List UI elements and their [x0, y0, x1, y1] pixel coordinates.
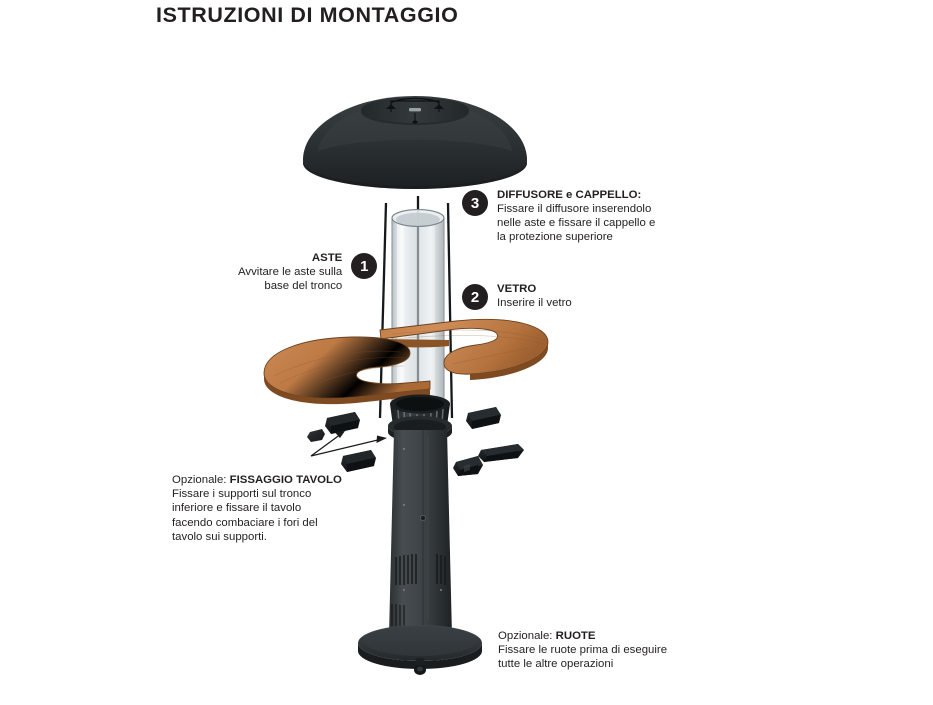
note-fissaggio-tavolo: Opzionale: FISSAGGIO TAVOLO Fissare i su…: [172, 473, 342, 544]
assembly-arrow-lower: [310, 435, 387, 457]
note-ruote-prefix: Opzionale:: [498, 630, 556, 642]
callout-diffusore-text: DIFFUSORE e CAPPELLO: Fissare il diffuso…: [497, 189, 655, 245]
callout-badge-2: 2: [462, 284, 488, 310]
wood-diffuser-left: [263, 336, 431, 405]
note-fissaggio-tavolo-body: Fissare i supporti sul tronco inferiore …: [172, 488, 318, 543]
table-bracket-right-mid: [478, 444, 524, 462]
callout-vetro-text: VETRO Inserire il vetro: [497, 283, 572, 311]
note-fissaggio-tavolo-head: Opzionale: FISSAGGIO TAVOLO: [172, 473, 342, 487]
trunk-base: [358, 625, 482, 669]
table-bracket-right-lower: [453, 456, 483, 476]
assembly-arrow-upper: [310, 431, 345, 457]
callout-aste-text: ASTE Avvitare le aste sulla base del tro…: [238, 252, 342, 294]
note-fissaggio-tavolo-title: FISSAGGIO TAVOLO: [229, 474, 342, 486]
note-ruote: Opzionale: RUOTE Fissare le ruote prima …: [498, 629, 667, 672]
callout-vetro-body: Inserire il vetro: [497, 296, 572, 309]
upper-protection-bracket: [386, 97, 444, 124]
trunk-vents: [395, 554, 446, 585]
table-bracket-left-upper: [325, 412, 360, 434]
callout-vetro: 2 VETRO Inserire il vetro: [462, 283, 572, 311]
note-ruote-head: Opzionale: RUOTE: [498, 629, 667, 643]
trunk-body: [389, 430, 452, 636]
rod-left: [378, 202, 388, 419]
callout-diffusore-title: DIFFUSORE e CAPPELLO:: [497, 189, 642, 201]
table-bracket-left-lower: [341, 450, 376, 472]
hood-cap: [303, 96, 527, 189]
callout-badge-1: 1: [351, 253, 378, 279]
trunk-lower-vents: [391, 604, 405, 628]
callout-diffusore-body: Fissare il diffusore inserendolo nelle a…: [497, 202, 656, 243]
callout-vetro-title: VETRO: [497, 283, 537, 295]
callout-aste-body: Avvitare le aste sulla base del tronco: [238, 265, 343, 292]
table-bracket-far-left: [307, 429, 325, 442]
table-bracket-right-upper: [466, 407, 501, 429]
note-ruote-body: Fissare le ruote prima di eseguire tutte…: [498, 644, 668, 671]
note-fissaggio-tavolo-prefix: Opzionale:: [172, 474, 230, 486]
callout-diffusore-cappello: 3 DIFFUSORE e CAPPELLO: Fissare il diffu…: [462, 189, 655, 245]
callout-badge-3: 3: [462, 190, 488, 216]
note-ruote-title: RUOTE: [555, 630, 596, 642]
callout-aste: 1 ASTE Avvitare le aste sulla base del t…: [238, 252, 378, 294]
rod-right: [446, 202, 454, 419]
callout-aste-title: ASTE: [311, 252, 343, 264]
caster-wheel: [414, 658, 426, 675]
page-title: ISTRUZIONI DI MONTAGGIO: [156, 3, 459, 27]
